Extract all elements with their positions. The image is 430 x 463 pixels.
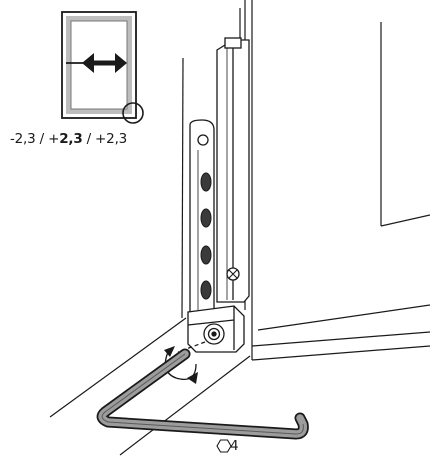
- hinge-adjustment-block: [187, 305, 245, 353]
- double-arrow-icon: [66, 53, 127, 73]
- adjustment-separator-1: / +: [35, 131, 60, 147]
- hex-key-size-label: 4: [230, 438, 239, 454]
- detail-highlight-circle: [122, 102, 144, 124]
- screw-holes: [200, 172, 212, 300]
- hinge-upper-plate: [216, 37, 250, 303]
- hex-key-icon: [96, 348, 309, 440]
- hinge-lower-plate: [189, 119, 215, 313]
- adjustment-nominal: 2,3: [59, 131, 83, 147]
- adjustment-minus: -2,3: [10, 131, 36, 147]
- hexagon-icon: [216, 439, 232, 453]
- adjustment-range-label: -2,3 / +2,3 / +2,3: [10, 131, 127, 147]
- inset-frame-detail: [61, 11, 144, 124]
- adjustment-separator-2: / +2,3: [82, 131, 128, 147]
